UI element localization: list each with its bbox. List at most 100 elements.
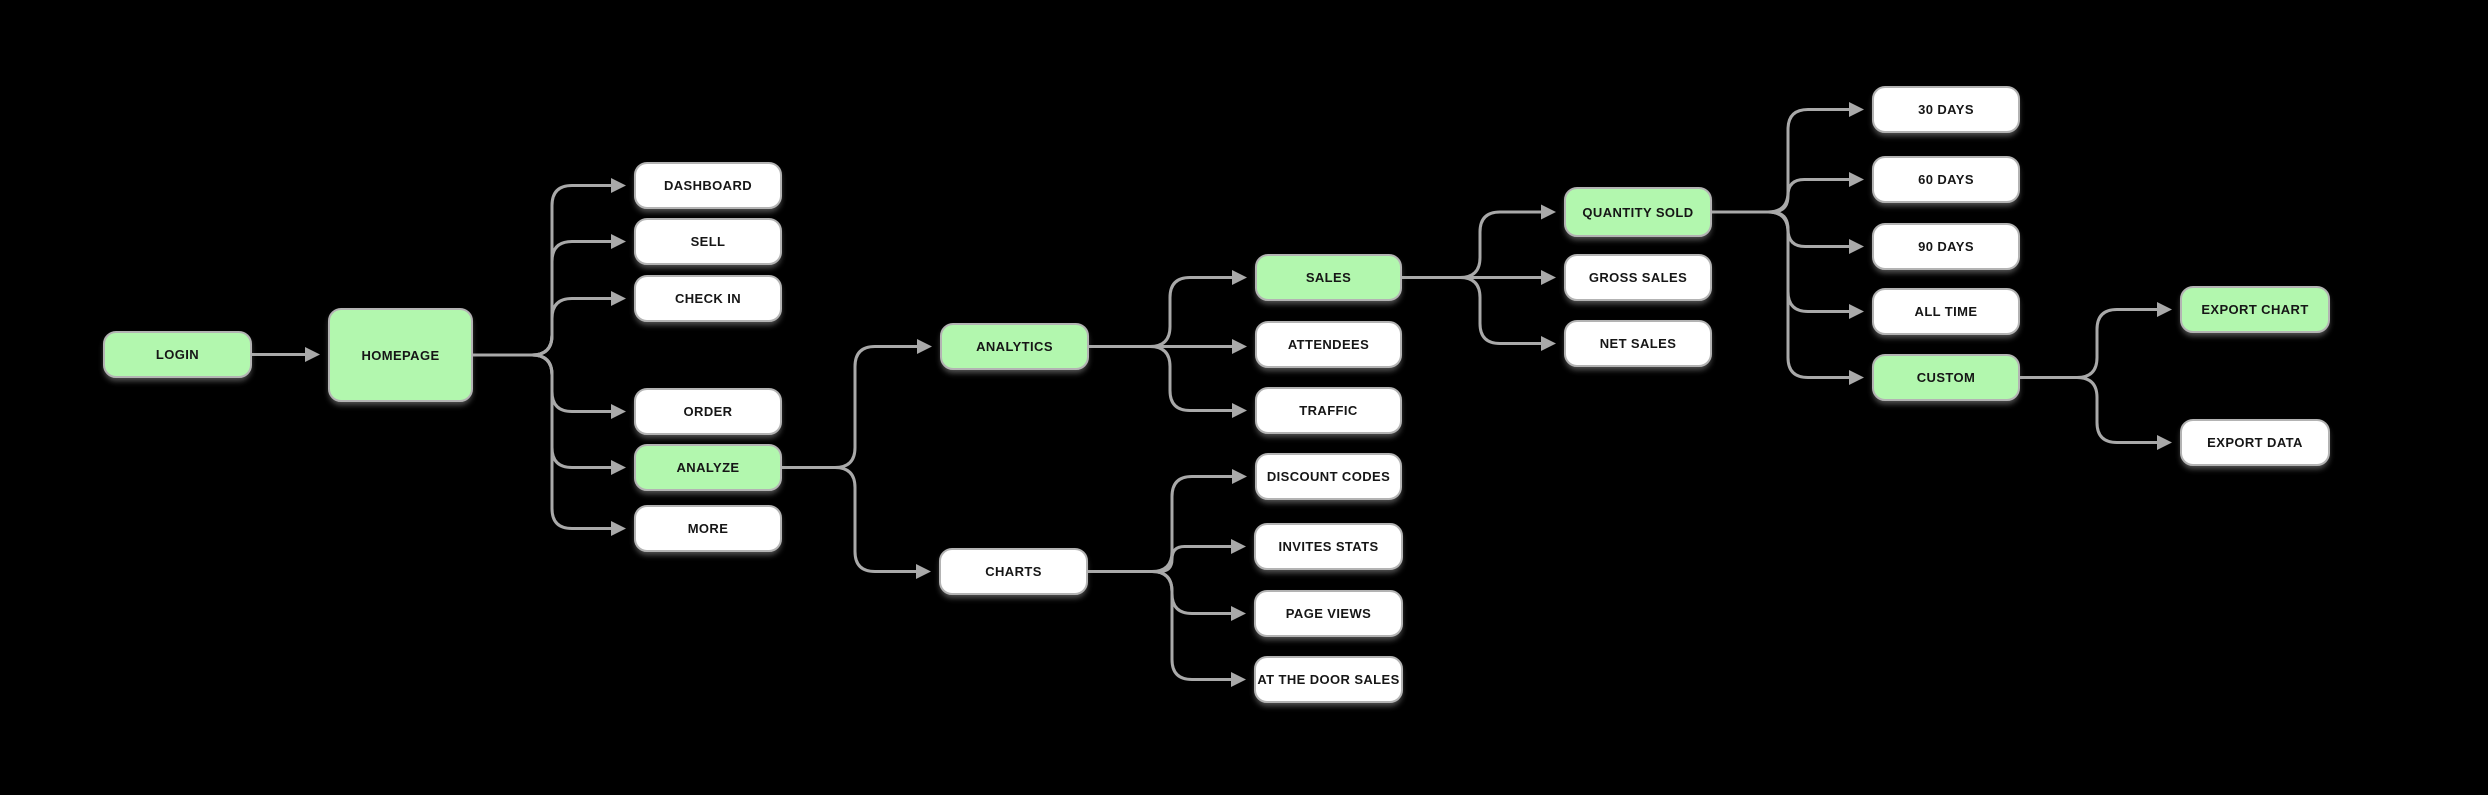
arrowhead-icon xyxy=(1849,102,1864,117)
node-label: HOMEPAGE xyxy=(361,347,440,363)
arrowhead-icon xyxy=(1849,370,1864,385)
arrowhead-icon xyxy=(1231,672,1246,687)
node-label: SALES xyxy=(1305,270,1352,285)
edge-homepage-to-order xyxy=(473,353,611,413)
node-discount-codes[interactable]: DISCOUNT CODES xyxy=(1255,453,1402,500)
node-label: DASHBOARD xyxy=(663,178,753,193)
node-label: ALL TIME xyxy=(1914,304,1978,319)
node-label: 60 DAYS xyxy=(1918,172,1974,187)
node-dashboard[interactable]: DASHBOARD xyxy=(634,162,782,209)
edge-quantity-sold-to-90-days xyxy=(1712,210,1849,248)
node-label: CUSTOM xyxy=(1916,370,1976,385)
node-label: ORDER xyxy=(683,404,733,419)
node-gross-sales[interactable]: GROSS SALES xyxy=(1564,254,1712,301)
node-label: MORE xyxy=(687,521,729,536)
node-label: 30 DAYS xyxy=(1918,102,1974,117)
edge-charts-to-invites-stats xyxy=(1088,545,1231,573)
edge-analytics-to-sales xyxy=(1089,276,1232,348)
edge-quantity-sold-to-custom xyxy=(1712,210,1849,379)
edge-homepage-to-check-in xyxy=(473,297,611,357)
edge-custom-to-export-data xyxy=(2020,376,2157,444)
arrowhead-icon xyxy=(1541,204,1556,220)
node-label: AT THE DOOR SALES xyxy=(1257,672,1400,687)
edge-quantity-sold-to-all-time xyxy=(1712,210,1849,313)
node-check-in[interactable]: CHECK IN xyxy=(634,275,782,322)
node-at-the-door-sales[interactable]: AT THE DOOR SALES xyxy=(1254,656,1403,703)
node-label: DISCOUNT CODES xyxy=(1266,469,1391,484)
node-charts[interactable]: CHARTS xyxy=(939,548,1088,595)
arrowhead-icon xyxy=(1849,172,1864,187)
node-net-sales[interactable]: NET SALES xyxy=(1564,320,1712,367)
arrowhead-icon xyxy=(611,178,626,193)
edge-charts-to-page-views xyxy=(1088,570,1231,615)
edge-homepage-to-more xyxy=(473,353,611,530)
node-label: EXPORT DATA xyxy=(2207,435,2303,450)
node-60-days[interactable]: 60 DAYS xyxy=(1872,156,2020,203)
arrowhead-icon xyxy=(1849,304,1864,319)
node-order[interactable]: ORDER xyxy=(634,388,782,435)
edge-quantity-sold-to-60-days xyxy=(1712,178,1849,214)
node-label: LOGIN xyxy=(155,347,200,362)
node-label: ANALYTICS xyxy=(976,339,1053,354)
node-more[interactable]: MORE xyxy=(634,505,782,552)
arrowhead-icon xyxy=(1541,270,1556,285)
node-label: ANALYZE xyxy=(676,460,740,475)
node-label: EXPORT CHART xyxy=(2201,302,2309,317)
arrowhead-icon xyxy=(1232,339,1247,354)
node-sell[interactable]: SELL xyxy=(634,218,782,265)
node-label: TRAFFIC xyxy=(1299,403,1358,418)
node-label: QUANTITY SOLD xyxy=(1582,204,1694,220)
node-login[interactable]: LOGIN xyxy=(103,331,252,378)
arrowhead-icon xyxy=(611,234,626,249)
node-export-chart[interactable]: EXPORT CHART xyxy=(2180,286,2330,333)
arrowhead-icon xyxy=(1232,469,1247,484)
node-label: SELL xyxy=(690,234,726,249)
arrowhead-icon xyxy=(1232,270,1247,285)
node-all-time[interactable]: ALL TIME xyxy=(1872,288,2020,335)
node-export-data[interactable]: EXPORT DATA xyxy=(2180,419,2330,466)
arrowhead-icon xyxy=(2157,435,2172,450)
node-analytics[interactable]: ANALYTICS xyxy=(940,323,1089,370)
node-invites-stats[interactable]: INVITES STATS xyxy=(1254,523,1403,570)
node-label: PAGE VIEWS xyxy=(1285,606,1372,621)
arrowhead-icon xyxy=(611,460,626,475)
arrowhead-icon xyxy=(1231,606,1246,621)
edge-sales-to-net-sales xyxy=(1402,276,1541,345)
node-quantity-sold[interactable]: QUANTITY SOLD xyxy=(1564,187,1712,237)
node-label: GROSS SALES xyxy=(1588,270,1688,285)
arrowhead-icon xyxy=(611,404,626,419)
node-label: 90 DAYS xyxy=(1918,239,1974,254)
arrowhead-icon xyxy=(2157,302,2172,317)
edge-analyze-to-charts xyxy=(782,466,916,573)
edge-homepage-to-dashboard xyxy=(473,184,611,357)
edge-charts-to-discount-codes xyxy=(1088,475,1232,573)
node-attendees[interactable]: ATTENDEES xyxy=(1255,321,1402,368)
node-label: NET SALES xyxy=(1599,336,1677,351)
edge-analytics-to-traffic xyxy=(1089,345,1232,412)
arrowhead-icon xyxy=(611,291,626,306)
arrowhead-icon xyxy=(916,564,931,579)
edge-quantity-sold-to-30-days xyxy=(1712,108,1849,214)
node-label: CHECK IN xyxy=(674,291,742,306)
arrowhead-icon xyxy=(305,347,320,362)
node-30-days[interactable]: 30 DAYS xyxy=(1872,86,2020,133)
node-analyze[interactable]: ANALYZE xyxy=(634,444,782,491)
edge-custom-to-export-chart xyxy=(2020,308,2157,379)
edge-charts-to-at-the-door-sales xyxy=(1088,570,1231,681)
arrowhead-icon xyxy=(917,339,932,354)
arrowhead-icon xyxy=(1541,336,1556,351)
node-label: CHARTS xyxy=(985,564,1042,579)
edge-sales-to-quantity-sold xyxy=(1402,210,1541,279)
arrowhead-icon xyxy=(1849,239,1864,254)
arrowhead-icon xyxy=(1231,539,1246,554)
node-traffic[interactable]: TRAFFIC xyxy=(1255,387,1402,434)
node-label: INVITES STATS xyxy=(1278,539,1379,554)
node-custom[interactable]: CUSTOM xyxy=(1872,354,2020,401)
node-sales[interactable]: SALES xyxy=(1255,254,1402,301)
node-90-days[interactable]: 90 DAYS xyxy=(1872,223,2020,270)
node-page-views[interactable]: PAGE VIEWS xyxy=(1254,590,1403,637)
node-homepage[interactable]: HOMEPAGE xyxy=(328,308,473,402)
arrowhead-icon xyxy=(611,521,626,536)
